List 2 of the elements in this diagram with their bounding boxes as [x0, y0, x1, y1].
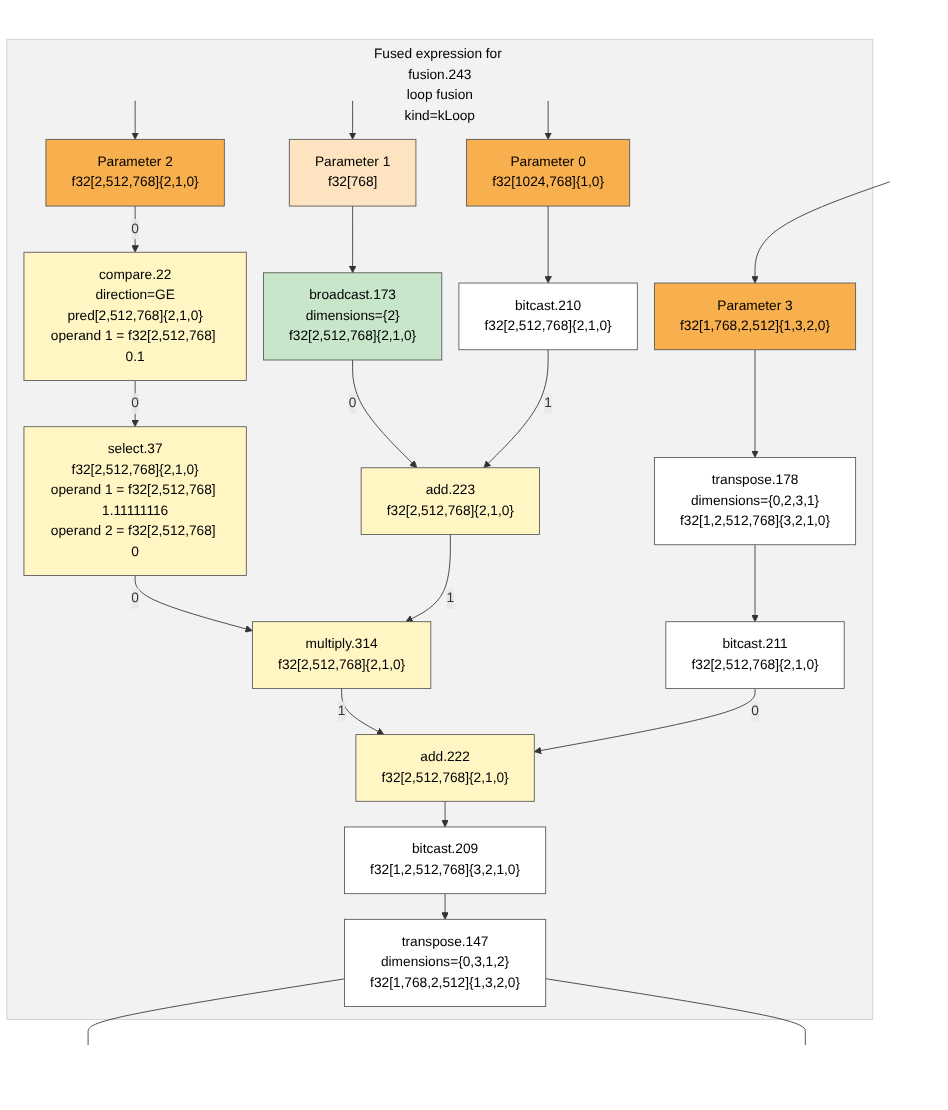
connector: [545, 978, 806, 1046]
connector: [87, 978, 345, 1046]
